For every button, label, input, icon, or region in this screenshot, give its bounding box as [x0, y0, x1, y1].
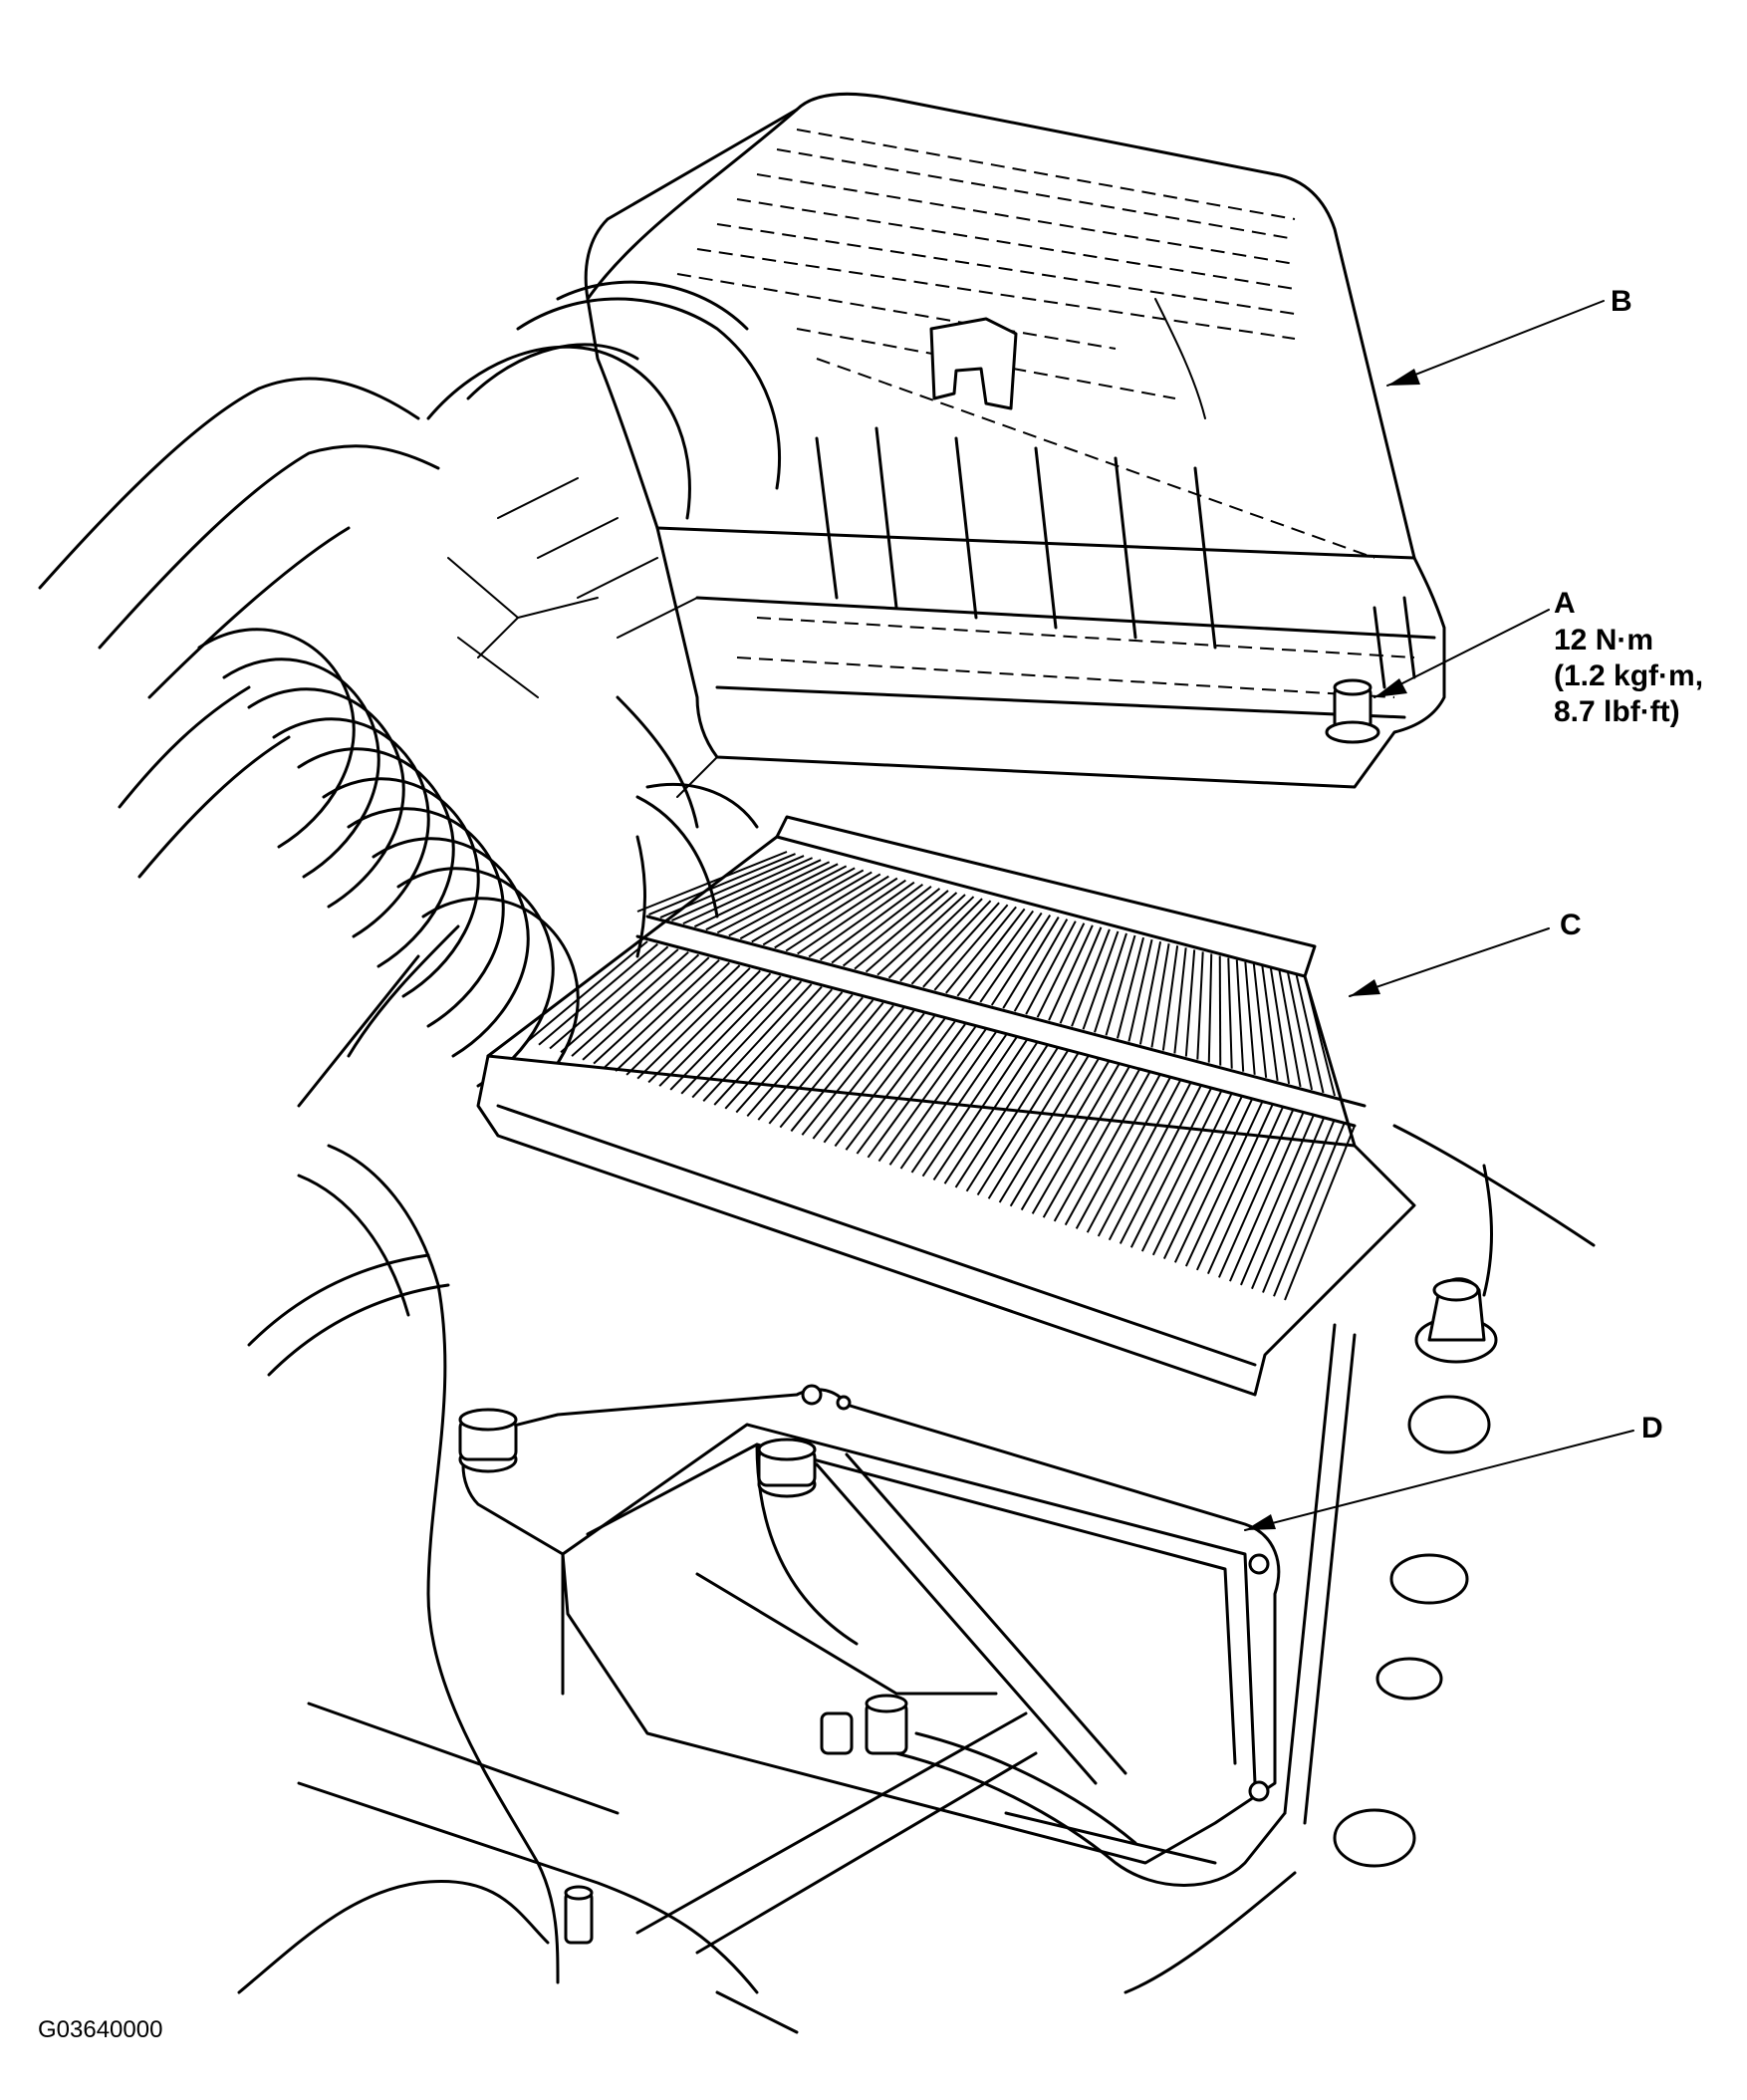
- callout-d-letter: D: [1641, 1412, 1663, 1444]
- air-cleaner-lower-housing: [458, 1323, 1357, 1887]
- filter-pleats: [527, 851, 1356, 1301]
- callout-c-letter: C: [1560, 909, 1582, 941]
- leader-b: [1386, 300, 1605, 387]
- callout-a-letter: A: [1554, 587, 1576, 620]
- air-filter-element: [476, 815, 1416, 1397]
- intake-hose: [38, 280, 781, 1118]
- callout-b-letter: B: [1611, 285, 1632, 318]
- engine-bay-background: [237, 795, 1596, 2034]
- leader-a: [1373, 609, 1550, 698]
- callout-leaders: [1244, 300, 1634, 1531]
- callout-a-torque-kgfm: (1.2 kgf·m,: [1554, 659, 1703, 692]
- figure-code: G03640000: [38, 2016, 162, 2043]
- leader-d: [1244, 1430, 1634, 1531]
- leader-c: [1349, 927, 1550, 997]
- callout-a-torque-nm: 12 N·m: [1554, 624, 1653, 656]
- callout-a-torque-lbfft: 8.7 lbf·ft): [1554, 695, 1680, 728]
- air-cleaner-upper-housing: [584, 92, 1446, 789]
